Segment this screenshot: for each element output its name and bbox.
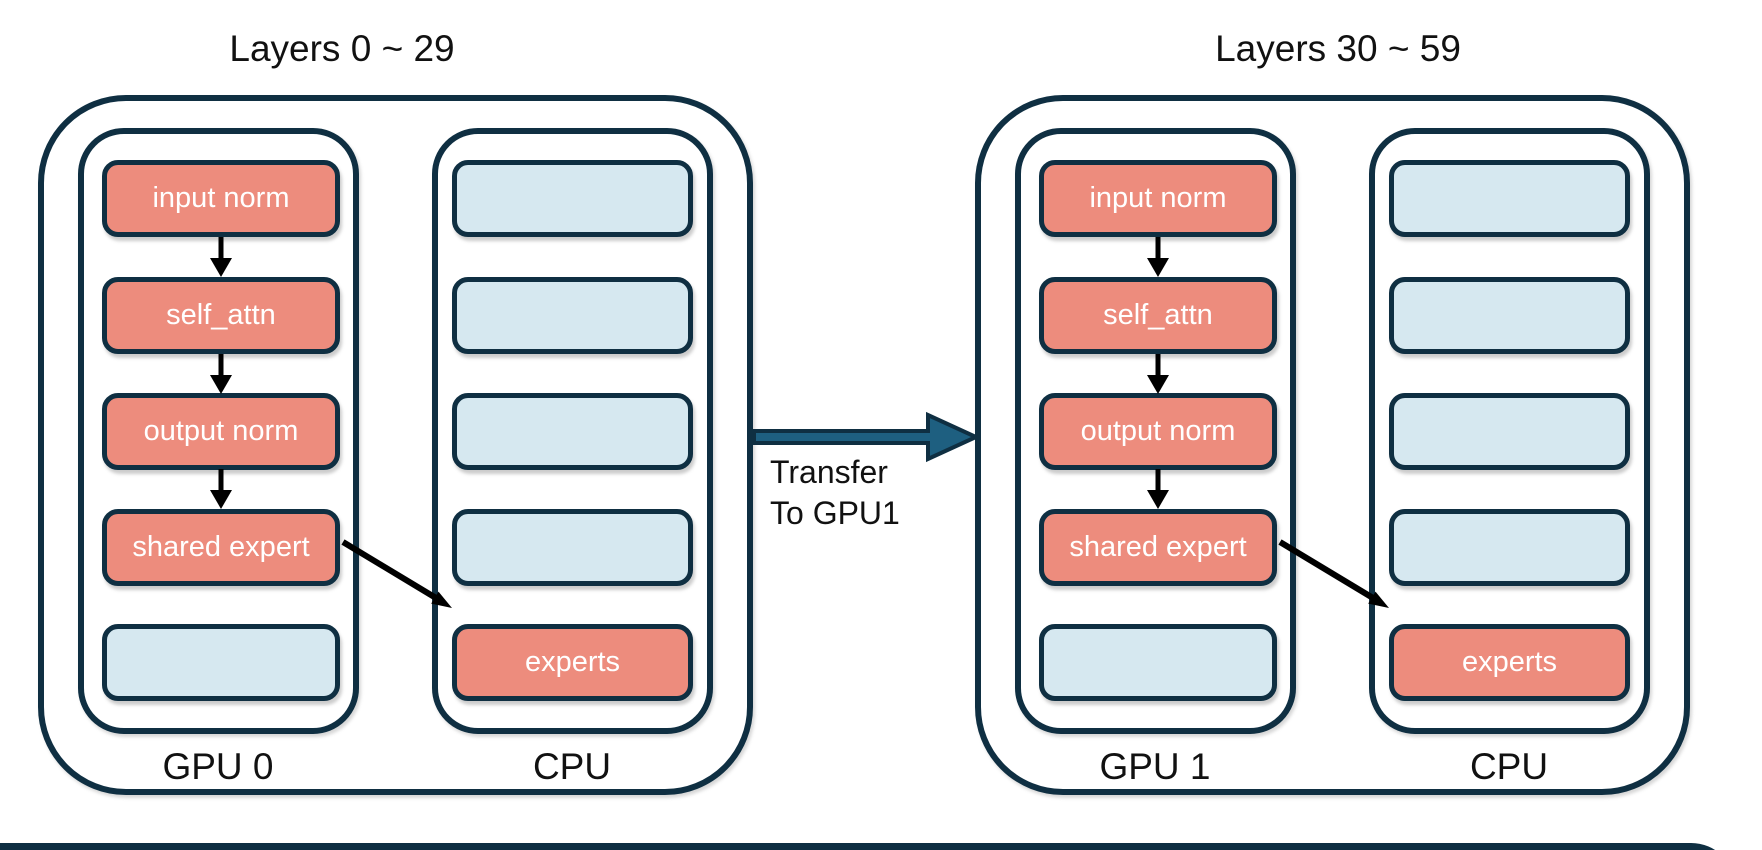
down-arrow-icon — [1147, 237, 1169, 277]
transfer-label: Transfer To GPU1 — [770, 452, 900, 534]
gpu1-label: GPU 1 — [1099, 746, 1211, 787]
layers-range-title-left: Layers 0 ~ 29 — [229, 28, 455, 69]
block-shared-expert-gpu1: shared expert — [1039, 509, 1277, 586]
block-empty-cpu-left-4 — [452, 509, 693, 586]
block-self-attn-gpu0: self_attn — [102, 277, 340, 354]
block-empty-cpu-left-3 — [452, 393, 693, 470]
down-arrow-icon — [210, 469, 232, 509]
down-arrow-icon — [1147, 469, 1169, 509]
transfer-label-line2: To GPU1 — [770, 495, 900, 531]
block-experts-right: experts — [1389, 624, 1630, 701]
transfer-arrow-icon — [752, 411, 981, 463]
cpu-label-right: CPU — [1469, 746, 1549, 787]
block-experts-left: experts — [452, 624, 693, 701]
block-empty-cpu-left-2 — [452, 277, 693, 354]
shared-expert-to-experts-arrow-icon — [1278, 539, 1389, 608]
block-empty-cpu-right-3 — [1389, 393, 1630, 470]
cpu-label-left: CPU — [532, 746, 612, 787]
shared-expert-to-experts-arrow-icon — [341, 539, 452, 608]
block-output-norm-gpu1: output norm — [1039, 393, 1277, 470]
block-input-norm-gpu0: input norm — [102, 160, 340, 237]
transfer-label-line1: Transfer — [770, 454, 888, 490]
block-empty-cpu-right-4 — [1389, 509, 1630, 586]
block-empty-cpu-right-2 — [1389, 277, 1630, 354]
bottom-frame-edge — [0, 843, 1736, 850]
down-arrow-icon — [210, 354, 232, 394]
block-output-norm-gpu0: output norm — [102, 393, 340, 470]
block-empty-cpu-right-1 — [1389, 160, 1630, 237]
block-empty-gpu1 — [1039, 624, 1277, 701]
down-arrow-icon — [1147, 354, 1169, 394]
layers-range-title-right: Layers 30 ~ 59 — [1215, 28, 1461, 69]
block-shared-expert-gpu0: shared expert — [102, 509, 340, 586]
block-empty-gpu0 — [102, 624, 340, 701]
block-empty-cpu-left-1 — [452, 160, 693, 237]
down-arrow-icon — [210, 237, 232, 277]
gpu0-label: GPU 0 — [162, 746, 274, 787]
block-self-attn-gpu1: self_attn — [1039, 277, 1277, 354]
block-input-norm-gpu1: input norm — [1039, 160, 1277, 237]
